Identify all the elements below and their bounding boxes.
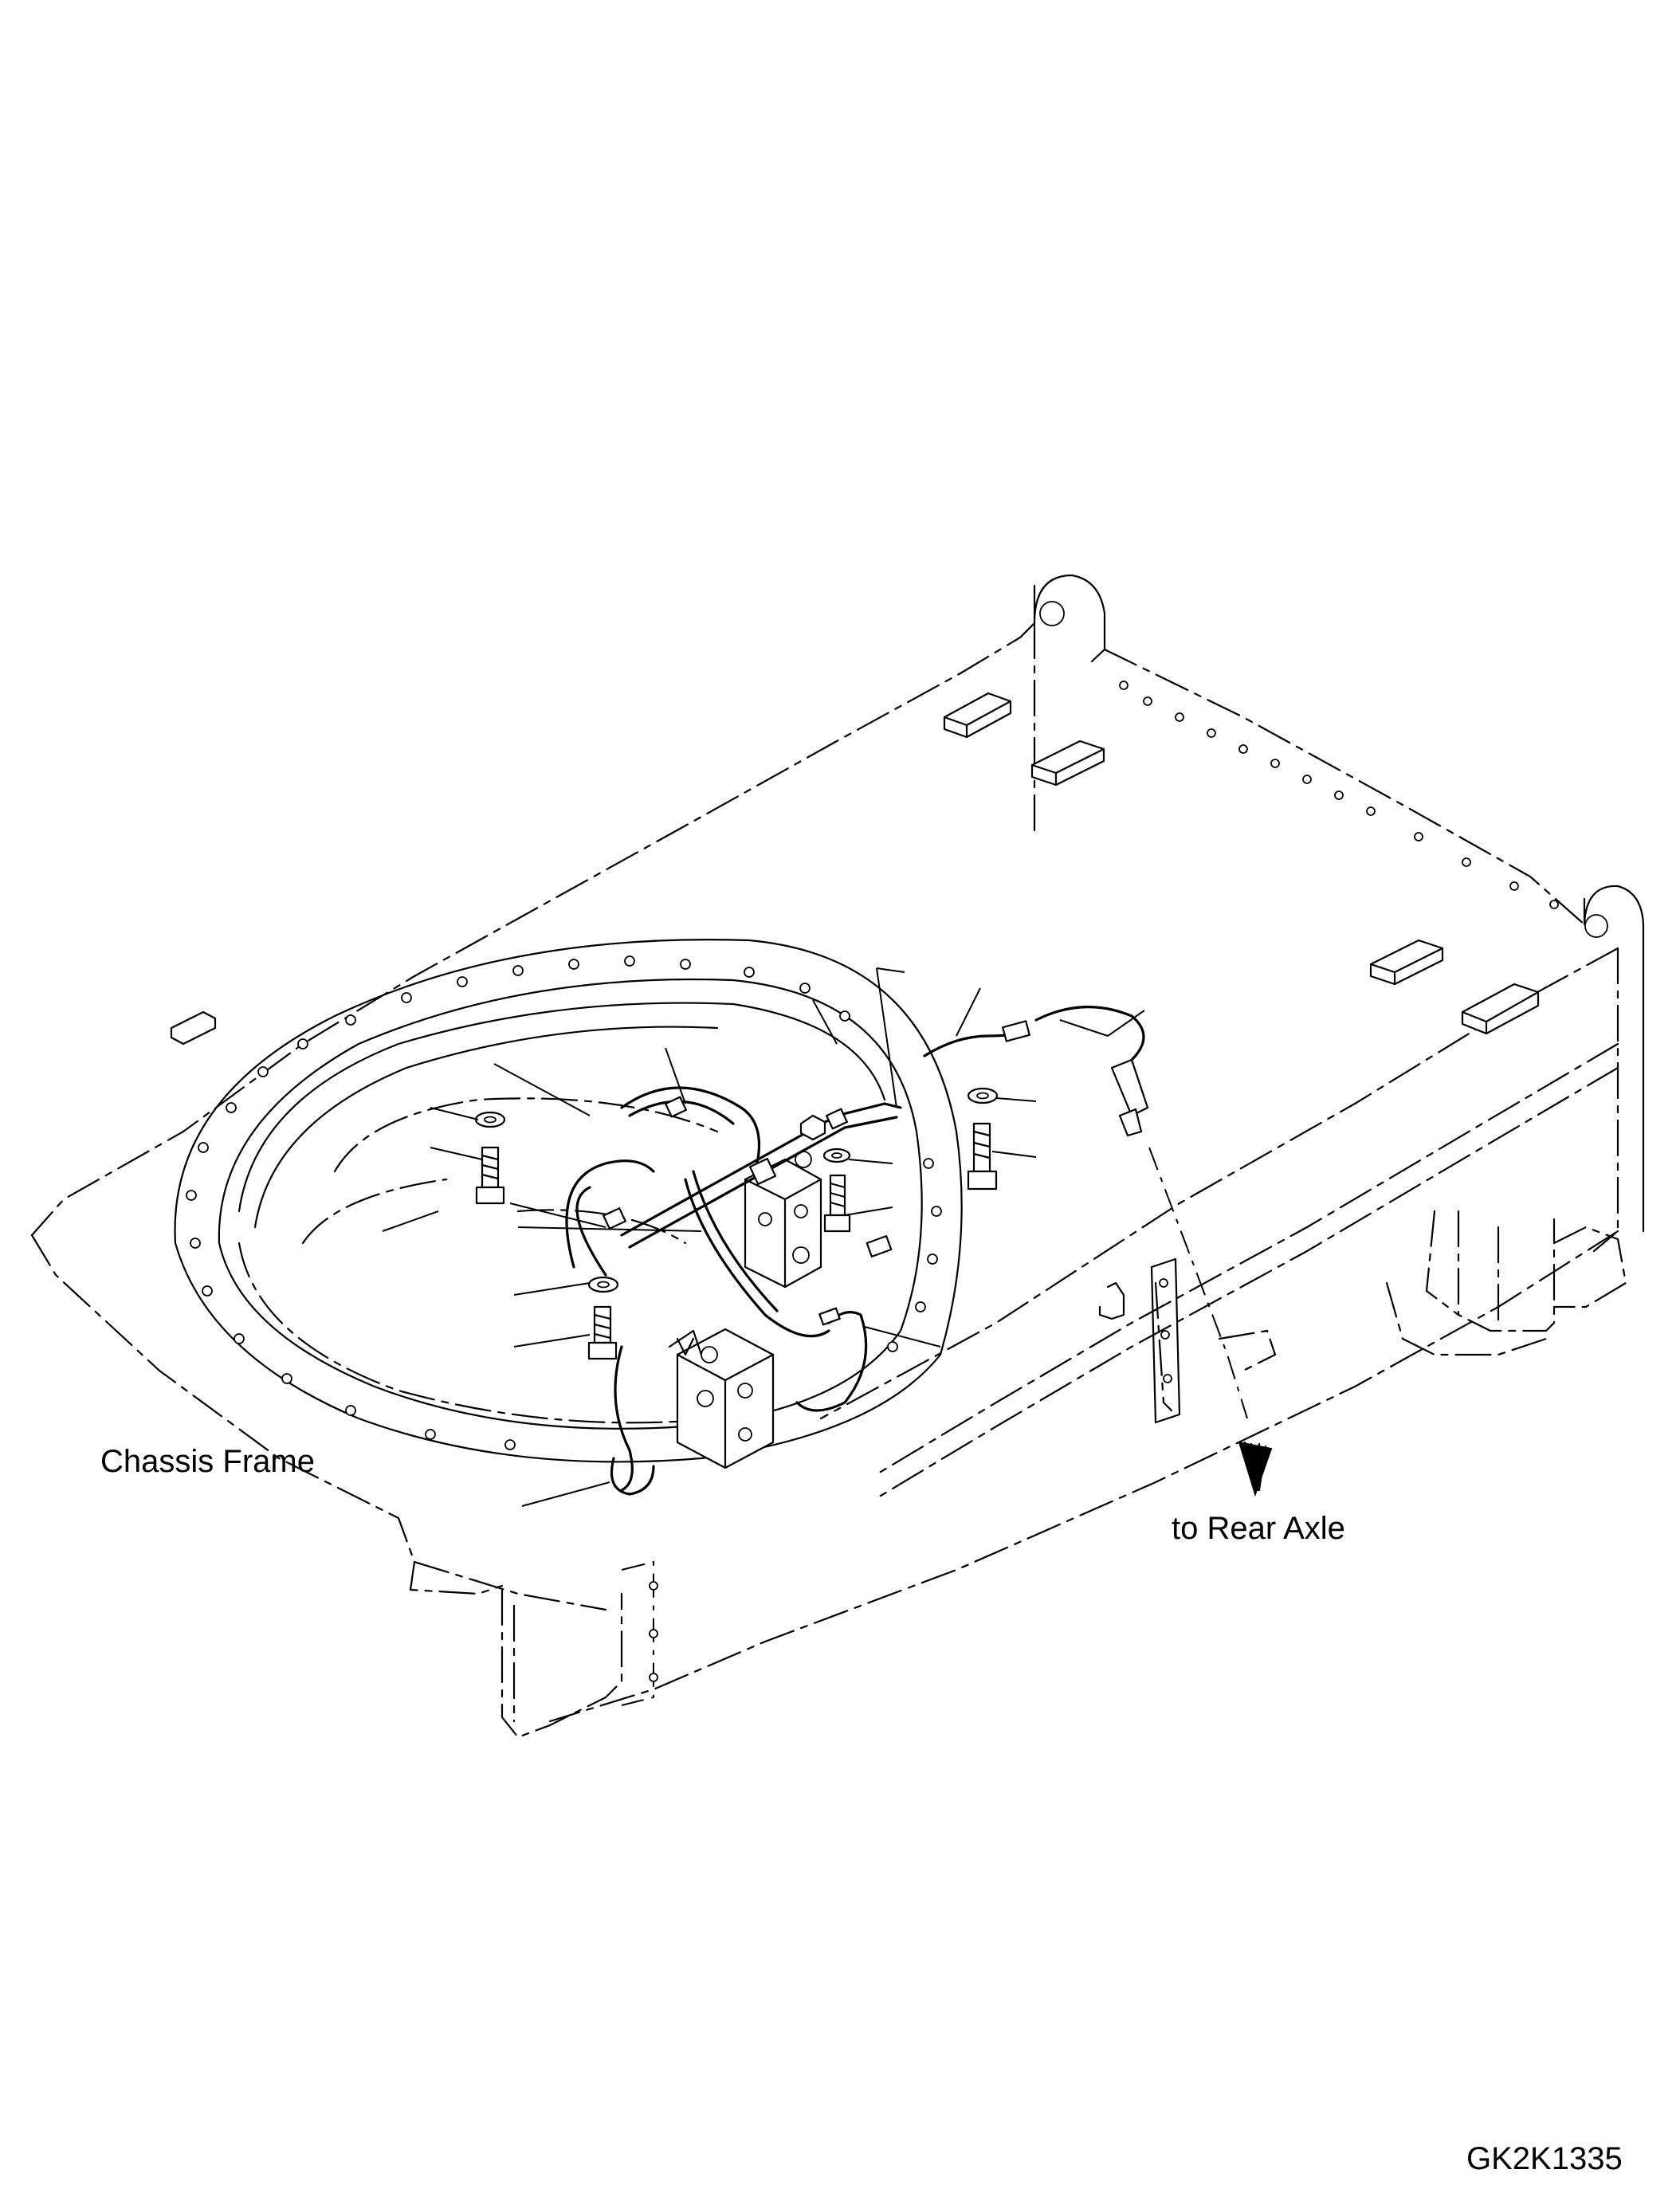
arrow-to-rear-axle: [1148, 1147, 1273, 1497]
drawing-number: GK2K1335: [1466, 2141, 1623, 2176]
hydraulic-components: [474, 1006, 1149, 1496]
chassis-frame-outline: [30, 574, 1645, 1739]
leader-lines: [382, 967, 1145, 1507]
chassis-frame-label: Chassis Frame: [100, 1444, 315, 1479]
ring-bolt-holes: [186, 955, 942, 1450]
frame-bolt-holes: [1119, 681, 1559, 909]
turntable-ring: [174, 939, 963, 1463]
to-rear-axle-label: to Rear Axle: [1172, 1511, 1345, 1546]
